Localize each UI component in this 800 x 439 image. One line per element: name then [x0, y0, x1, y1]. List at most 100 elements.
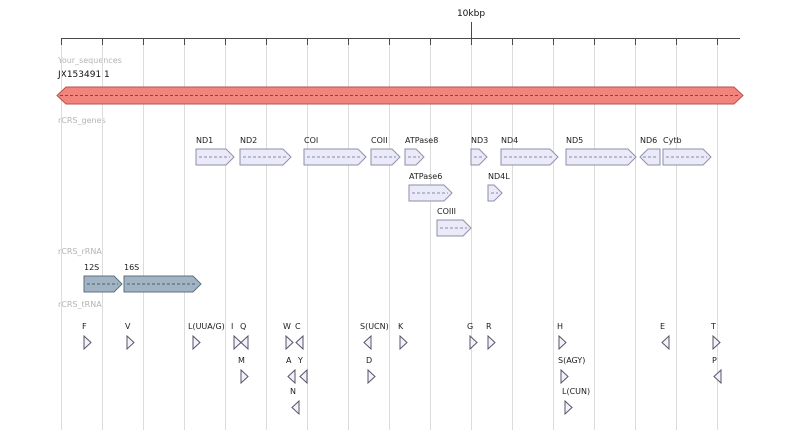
ruler-tick — [184, 38, 185, 45]
trna-arrow-K — [399, 334, 408, 351]
trna-label-L(CUN): L(CUN) — [562, 387, 591, 396]
trna-arrow-H — [558, 334, 567, 351]
ruler-tick — [61, 38, 62, 45]
track-label-rcrs-rrna: rCRS_rRNA — [58, 247, 102, 256]
gene-label-ND4: ND4 — [501, 136, 519, 145]
gridline — [430, 38, 431, 430]
query-sequence-label: JX153491.1 — [58, 70, 110, 80]
ruler-tick — [635, 38, 636, 45]
trna-arrow-S(AGY) — [560, 368, 569, 385]
trna-arrow-N — [291, 399, 300, 416]
gene-label-ND6: ND6 — [640, 136, 658, 145]
trna-arrow-M — [240, 368, 249, 385]
ruler-tick — [389, 38, 390, 45]
trna-label-D: D — [366, 356, 373, 365]
gene-label-ND4L: ND4L — [488, 172, 510, 181]
ruler-tick — [717, 38, 718, 45]
trna-arrow-C — [295, 334, 304, 351]
trna-arrow-I — [233, 334, 242, 351]
gridline — [471, 38, 472, 430]
ruler-tick — [594, 38, 595, 45]
gridline — [184, 38, 185, 430]
gene-arrow-COIII — [436, 219, 472, 237]
gridline — [348, 38, 349, 430]
ruler-tick — [676, 38, 677, 45]
trna-label-E: E — [660, 322, 666, 331]
trna-arrow-E — [661, 334, 670, 351]
gene-label-ATPase6: ATPase6 — [409, 172, 443, 181]
trna-arrow-V — [126, 334, 135, 351]
trna-label-Y: Y — [298, 356, 303, 365]
gene-label-Cytb: Cytb — [663, 136, 682, 145]
trna-label-R: R — [486, 322, 492, 331]
trna-arrow-T — [712, 334, 721, 351]
gene-label-ND3: ND3 — [471, 136, 489, 145]
trna-label-W: W — [283, 322, 291, 331]
ruler-scale-label: 10kbp — [456, 9, 486, 19]
ruler-major-tick — [471, 22, 472, 38]
trna-arrow-L(CUN) — [564, 399, 573, 416]
gene-label-ND1: ND1 — [196, 136, 214, 145]
gridline — [61, 38, 62, 430]
trna-arrow-G — [469, 334, 478, 351]
track-label-rcrs-trna: rCRS_tRNA — [58, 300, 102, 309]
gridline — [512, 38, 513, 430]
trna-label-V: V — [125, 322, 131, 331]
gene-label-ATPase8: ATPase8 — [405, 136, 439, 145]
trna-arrow-R — [487, 334, 496, 351]
gene-label-COI: COI — [304, 136, 319, 145]
gene-arrow-ND3 — [470, 148, 488, 166]
track-label-your-sequences: Your_sequences — [58, 56, 122, 65]
trna-label-L(UUA/G): L(UUA/G) — [188, 322, 225, 331]
track-label-rcrs-genes: rCRS_genes — [58, 116, 106, 125]
trna-label-C: C — [295, 322, 301, 331]
gridline — [266, 38, 267, 430]
trna-label-P: P — [712, 356, 717, 365]
gene-label-ND2: ND2 — [240, 136, 258, 145]
gridline — [102, 38, 103, 430]
gene-arrow-ATPase8 — [404, 148, 425, 166]
gene-label-COII: COII — [371, 136, 388, 145]
ruler-tick — [102, 38, 103, 45]
gene-arrow-ND5 — [565, 148, 637, 166]
trna-label-S(AGY): S(AGY) — [558, 356, 586, 365]
ruler-tick — [512, 38, 513, 45]
trna-label-S(UCN): S(UCN) — [360, 322, 389, 331]
trna-label-H: H — [557, 322, 564, 331]
gene-arrow-ND6 — [639, 148, 661, 166]
trna-label-A: A — [286, 356, 292, 365]
gridline — [143, 38, 144, 430]
gene-arrow-COI — [303, 148, 367, 166]
ruler-tick — [553, 38, 554, 45]
gene-arrow-ND2 — [239, 148, 292, 166]
rrna-arrow-16S — [123, 275, 202, 293]
ruler-tick — [471, 38, 472, 45]
gridline — [389, 38, 390, 430]
gene-arrow-ND4 — [500, 148, 559, 166]
gene-arrow-Cytb — [662, 148, 712, 166]
trna-arrow-Y — [299, 368, 308, 385]
gridline — [307, 38, 308, 430]
gene-arrow-ND4L — [487, 184, 503, 202]
ruler-tick — [348, 38, 349, 45]
trna-arrow-D — [367, 368, 376, 385]
trna-arrow-S(UCN) — [363, 334, 372, 351]
gene-arrow-COII — [370, 148, 401, 166]
gridline — [553, 38, 554, 430]
gridline — [225, 38, 226, 430]
gridline — [635, 38, 636, 430]
rrna-arrow-12S — [83, 275, 123, 293]
trna-arrow-W — [285, 334, 294, 351]
ruler-tick — [143, 38, 144, 45]
trna-label-I: I — [231, 322, 234, 331]
gene-arrow-ND1 — [195, 148, 235, 166]
ruler-tick — [266, 38, 267, 45]
ruler-tick — [225, 38, 226, 45]
trna-label-Q: Q — [240, 322, 247, 331]
rrna-label-12S: 12S — [84, 263, 100, 272]
trna-label-N: N — [290, 387, 296, 396]
trna-label-T: T — [711, 322, 716, 331]
ruler-tick — [430, 38, 431, 45]
trna-label-M: M — [238, 356, 245, 365]
